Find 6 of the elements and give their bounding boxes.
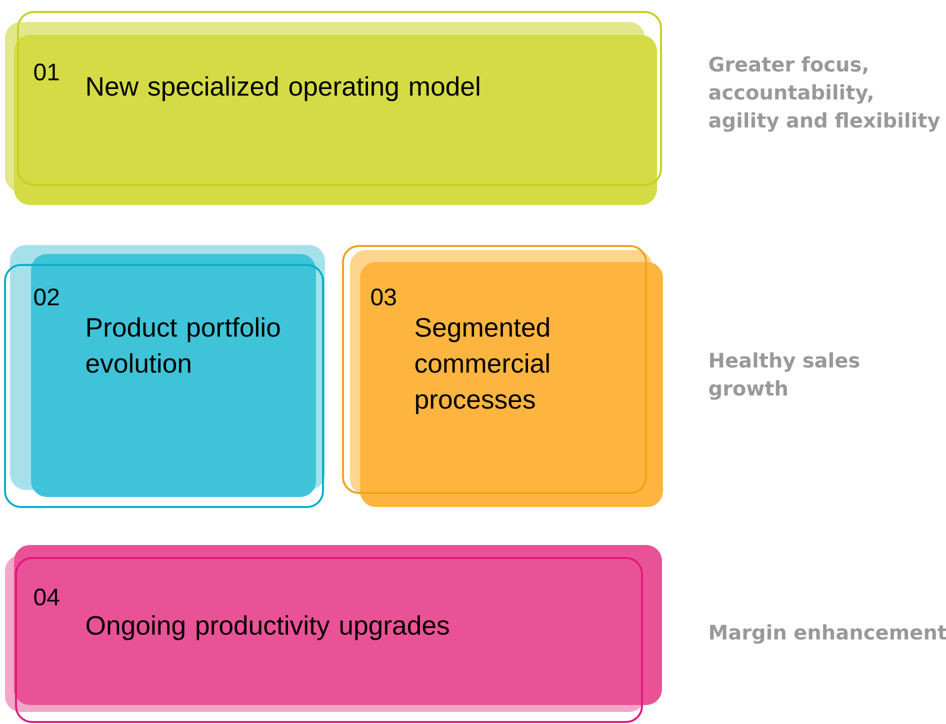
- side-note: Healthy sales growth: [709, 352, 860, 400]
- card: 03 Segmented commercial processes: [342, 245, 663, 507]
- card: 02 Product portfolio evolution: [4, 245, 325, 508]
- card: 01 New specialized operating model: [5, 11, 662, 205]
- side-note: Greater focus, accountability, agility and flexibility: [709, 56, 940, 132]
- card: 04 Ongoing productivity upgrades: [5, 545, 662, 723]
